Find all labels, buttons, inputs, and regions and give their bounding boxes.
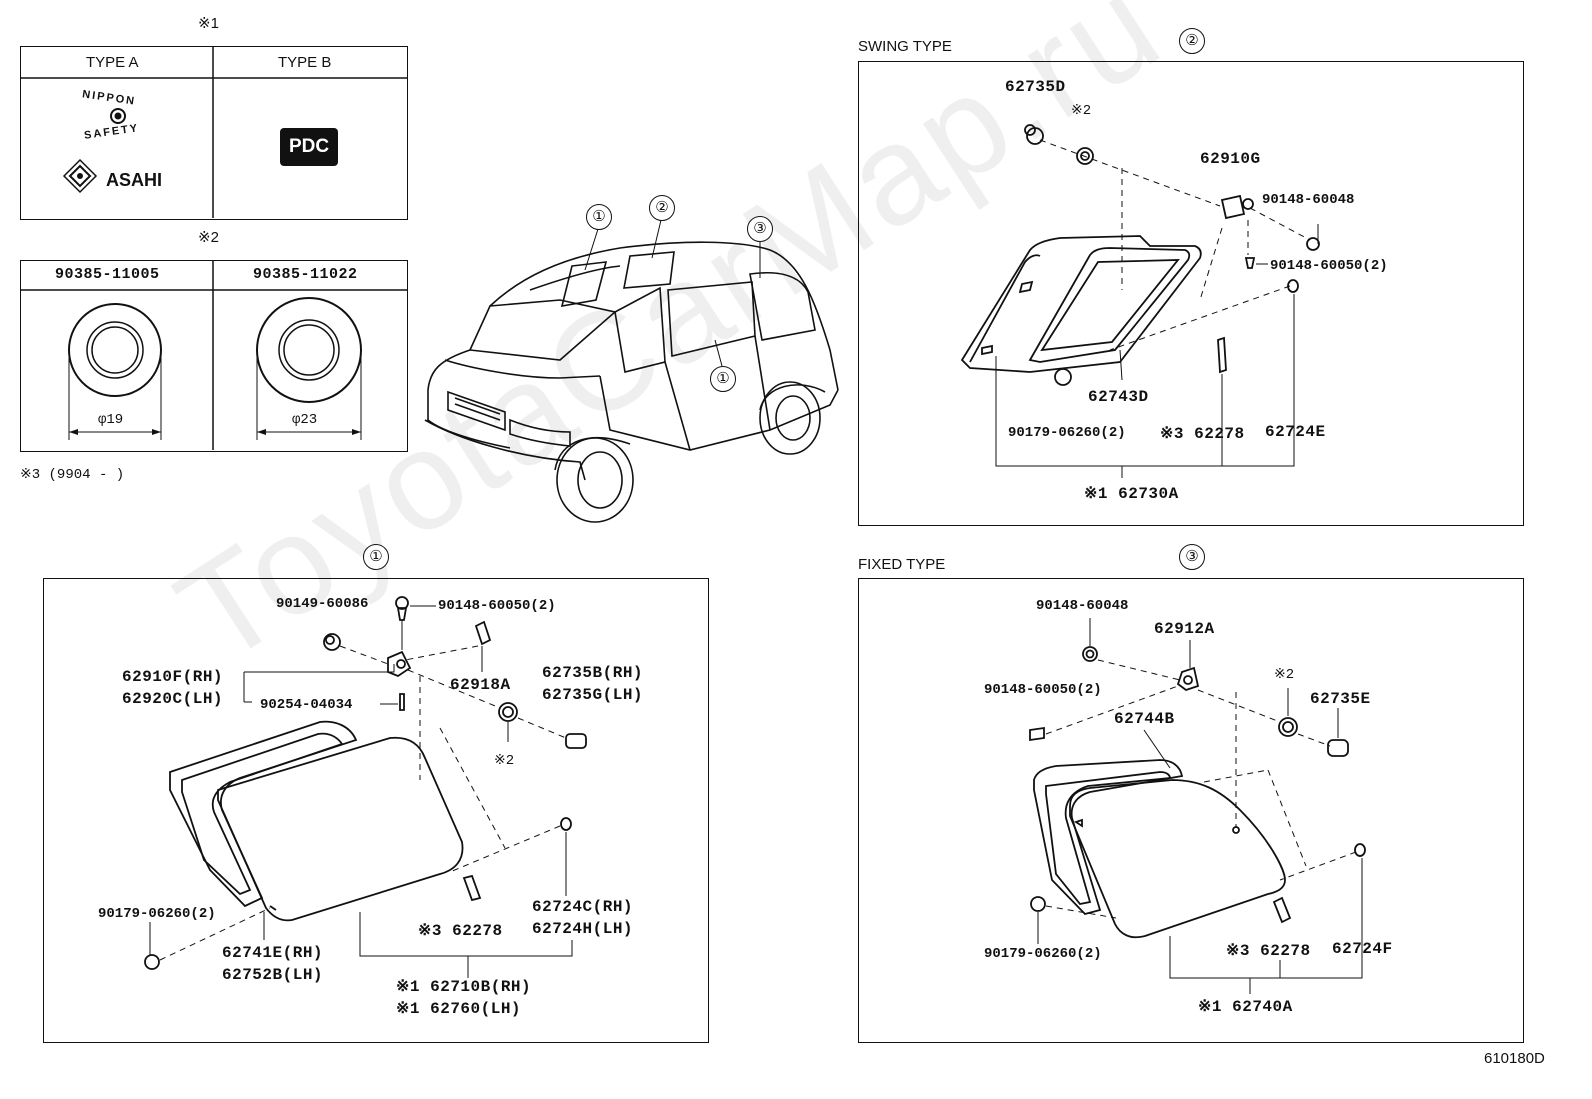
front-label: 90148-60050(2): [438, 598, 556, 614]
front-label: 62724C(RH): [532, 898, 634, 916]
front-label: ※1 62710B(RH): [396, 978, 532, 996]
fixed-label: 62744B: [1114, 710, 1175, 728]
front-label: 62918A: [450, 676, 511, 694]
swing-label: 90179-06260(2): [1008, 425, 1126, 441]
fixed-label: 62735E: [1310, 690, 1371, 708]
front-label: 62920C(LH): [122, 690, 224, 708]
front-label: ※3 62278: [418, 922, 503, 940]
vehicle-callout-1b: ①: [710, 366, 736, 392]
type-b-header: TYPE B: [278, 54, 332, 71]
front-label: 90254-04034: [260, 697, 353, 713]
vehicle-callout-1: ①: [586, 204, 612, 230]
front-label: 62735B(RH): [542, 664, 644, 682]
front-label: ※1 62760(LH): [396, 1000, 522, 1018]
grommet-a-part: 90385-11005: [55, 266, 160, 283]
swing-label: 62724E: [1265, 423, 1326, 441]
fixed-label: 62912A: [1154, 620, 1215, 638]
vehicle-callout-3: ③: [747, 216, 773, 242]
swing-label: 62910G: [1200, 150, 1261, 168]
fixed-label: ※3 62278: [1226, 942, 1311, 960]
fixed-label: 62724F: [1332, 940, 1393, 958]
diagram-code: 610180D: [1484, 1050, 1545, 1067]
grommet-b-part: 90385-11022: [253, 266, 358, 283]
fixed-label: 90179-06260(2): [984, 946, 1102, 962]
swing-label: 90148-60048: [1262, 192, 1355, 208]
swing-label: ※3 62278: [1160, 425, 1245, 443]
swing-label: 62743D: [1088, 388, 1149, 406]
fixed-label: 90148-60048: [1036, 598, 1129, 614]
grommet-b-diameter: φ23: [292, 412, 318, 428]
fixed-label: ※2: [1274, 667, 1295, 683]
front-panel: [43, 578, 709, 1043]
front-index: ①: [363, 544, 389, 570]
fixed-index: ③: [1179, 544, 1205, 570]
front-label: 62752B(LH): [222, 966, 324, 984]
swing-label: 90148-60050(2): [1270, 258, 1388, 274]
swing-title: SWING TYPE: [858, 38, 952, 55]
swing-label: ※2: [1071, 103, 1092, 119]
swing-panel: [858, 61, 1524, 526]
fixed-title: FIXED TYPE: [858, 556, 946, 573]
grommet-a-diameter: φ19: [98, 412, 124, 428]
front-label: 62910F(RH): [122, 668, 224, 686]
front-label: 62741E(RH): [222, 944, 324, 962]
note3: ※3 (9904 - ): [20, 467, 125, 483]
note2-mark: ※2: [198, 229, 219, 246]
fixed-panel: [858, 578, 1524, 1043]
front-label: 62724H(LH): [532, 920, 634, 938]
fixed-label: ※1 62740A: [1198, 998, 1293, 1016]
type-table: [20, 46, 408, 220]
note1-mark: ※1: [198, 15, 219, 32]
type-a-header: TYPE A: [86, 54, 139, 71]
swing-label: 62735D: [1005, 78, 1066, 96]
front-label: ※2: [494, 753, 515, 769]
grommet-table: [20, 260, 408, 452]
pdc-logo: PDC: [280, 128, 338, 166]
swing-index: ②: [1179, 28, 1205, 54]
front-label: 90149-60086: [276, 596, 369, 612]
fixed-label: 90148-60050(2): [984, 682, 1102, 698]
swing-label: ※1 62730A: [1084, 485, 1179, 503]
front-label: 90179-06260(2): [98, 906, 216, 922]
asahi-logo-text: ASAHI: [106, 170, 163, 190]
vehicle-callout-2: ②: [649, 195, 675, 221]
front-label: 62735G(LH): [542, 686, 644, 704]
